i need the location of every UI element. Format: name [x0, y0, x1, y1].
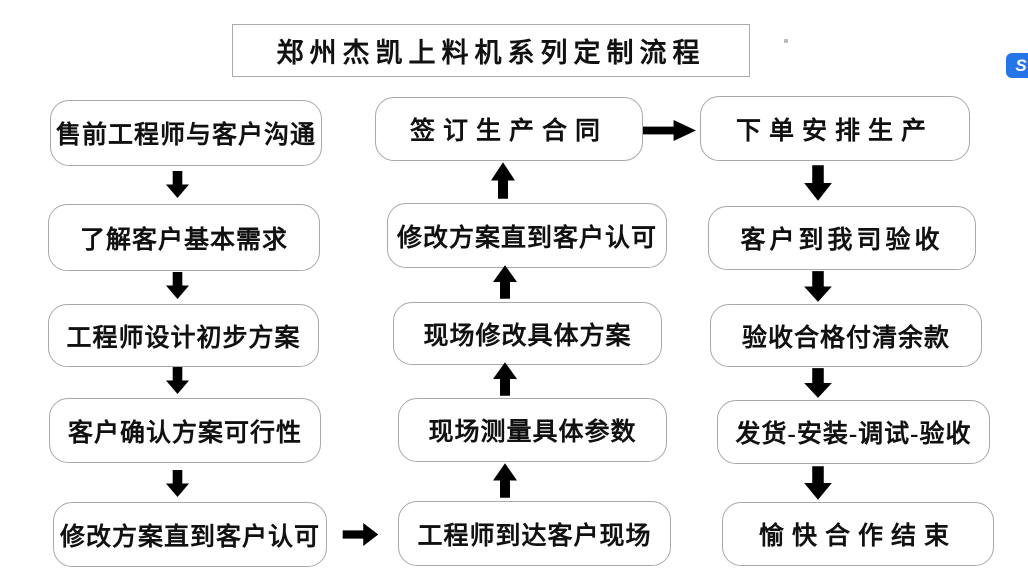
arrow-right-icon — [342, 522, 379, 547]
flow-node-middle-4: 现场测量具体参数 — [398, 398, 667, 462]
arrow-down-icon — [165, 469, 190, 498]
flow-node-left-3: 工程师设计初步方案 — [48, 304, 319, 367]
arrow-up-icon — [492, 264, 518, 300]
flow-node-right-5: 愉快合作结束 — [722, 502, 994, 566]
arrow-down-icon — [803, 465, 833, 501]
arrow-up-icon — [490, 161, 516, 200]
arrow-up-icon — [492, 361, 518, 397]
diagram-title: 郑州杰凯上料机系列定制流程 — [232, 24, 750, 77]
flow-node-right-4: 发货-安装-调试-验收 — [717, 400, 990, 464]
arrow-down-icon — [165, 170, 190, 199]
flow-node-right-2: 客户到我司验收 — [708, 206, 976, 270]
flow-node-right-1: 下单安排生产 — [700, 96, 970, 161]
flow-node-middle-3: 现场修改具体方案 — [393, 302, 662, 365]
arrow-up-icon — [492, 462, 518, 499]
flow-node-left-2: 了解客户基本需求 — [48, 204, 320, 271]
arrow-down-icon — [803, 164, 833, 202]
flow-node-right-3: 验收合格付清余款 — [710, 304, 982, 367]
flow-node-left-1: 售前工程师与客户沟通 — [50, 100, 322, 166]
arrow-down-icon — [803, 270, 833, 303]
app-badge-glyph: S — [1015, 55, 1027, 75]
app-badge-icon[interactable]: S — [1006, 53, 1028, 78]
arrow-right-icon — [642, 119, 697, 142]
arrow-down-icon — [165, 366, 190, 395]
dot-artifact — [784, 39, 788, 43]
flow-node-middle-2: 修改方案直到客户认可 — [387, 203, 667, 268]
flow-node-middle-1: 签订生产合同 — [375, 97, 643, 161]
flow-node-left-5: 修改方案直到客户认可 — [53, 502, 327, 567]
arrow-down-icon — [165, 271, 190, 300]
flow-node-middle-5: 工程师到达客户现场 — [398, 501, 671, 566]
arrow-down-icon — [803, 367, 833, 399]
flow-node-left-4: 客户确认方案可行性 — [49, 398, 321, 463]
